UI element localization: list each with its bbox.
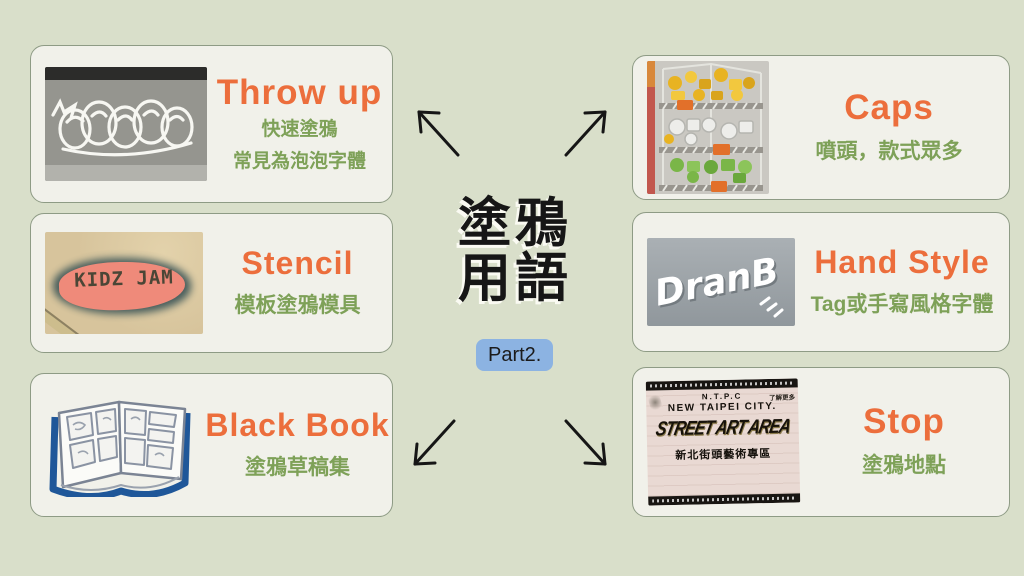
- stencil-desc: 模板塗鴉模具: [234, 293, 361, 317]
- caps-desc: 噴頭，款式眾多: [815, 139, 963, 163]
- card-throw-up: Throw up 快速塗鴉 常見為泡泡字體: [30, 45, 393, 203]
- throw-up-desc-line-1: 快速塗鴉: [261, 118, 338, 140]
- card-stop: 了解更多 N.T.P.C NEW TAIPEI CITY. STREET ART…: [632, 367, 1010, 517]
- arrow-up-left-icon: [417, 110, 460, 157]
- caps-term: Caps: [844, 87, 934, 127]
- black-book-desc: 塗鴉草稿集: [245, 455, 350, 479]
- hand-style-term: Hand Style: [814, 243, 990, 280]
- part-badge: Part2.: [476, 339, 554, 371]
- tag-graffiti-illustration: DranB DranB: [647, 238, 795, 326]
- sign-bottom-bar: [648, 493, 801, 506]
- card-black-book: Black Book 塗鴉草稿集: [30, 373, 393, 517]
- sign-top-bar: [645, 378, 798, 391]
- page-title-line-2: 用語: [458, 249, 572, 309]
- arrow-up-right-icon: [564, 110, 607, 157]
- stop-desc: 塗鴉地點: [862, 454, 946, 478]
- hand-style-desc: Tag或手寫風格字體: [810, 292, 994, 316]
- page-title-line-1: 塗鴉: [458, 194, 572, 253]
- stop-term: Stop: [863, 402, 945, 442]
- throw-up-desc-line-2: 常見為泡泡字體: [232, 150, 366, 172]
- stop-photo: 了解更多 N.T.P.C NEW TAIPEI CITY. STREET ART…: [645, 378, 801, 506]
- black-book-term: Black Book: [205, 406, 390, 443]
- black-book-photo: [45, 393, 203, 497]
- open-sketchbook-icon: [49, 400, 191, 497]
- throw-up-term: Throw up: [216, 72, 383, 112]
- sign-subtitle-text: 新北街頭藝術專區: [675, 447, 772, 463]
- spray-caps-shelf-illustration: [647, 61, 769, 194]
- sign-graffiti-text: STREET ART AREA: [653, 416, 792, 441]
- stencil-photo: KIDZ JAM: [45, 232, 203, 334]
- card-hand-style: DranB DranB Hand Style Tag或手寫風格字體: [632, 212, 1010, 352]
- caps-photo: [647, 61, 769, 194]
- card-caps: Caps 噴頭，款式眾多: [632, 55, 1010, 200]
- arrow-down-left-icon: [413, 419, 456, 466]
- sign-city-text: NEW TAIPEI CITY.: [667, 400, 777, 415]
- page-title: 塗鴉 用語: [420, 196, 610, 306]
- bubble-graffiti-illustration: [45, 67, 207, 181]
- stencil-term: Stencil: [241, 244, 354, 281]
- arrow-down-right-icon: [564, 419, 607, 466]
- hand-style-photo: DranB DranB: [647, 238, 795, 326]
- card-stencil: KIDZ JAM Stencil 模板塗鴉模具: [30, 213, 393, 353]
- throw-up-photo: [45, 67, 207, 181]
